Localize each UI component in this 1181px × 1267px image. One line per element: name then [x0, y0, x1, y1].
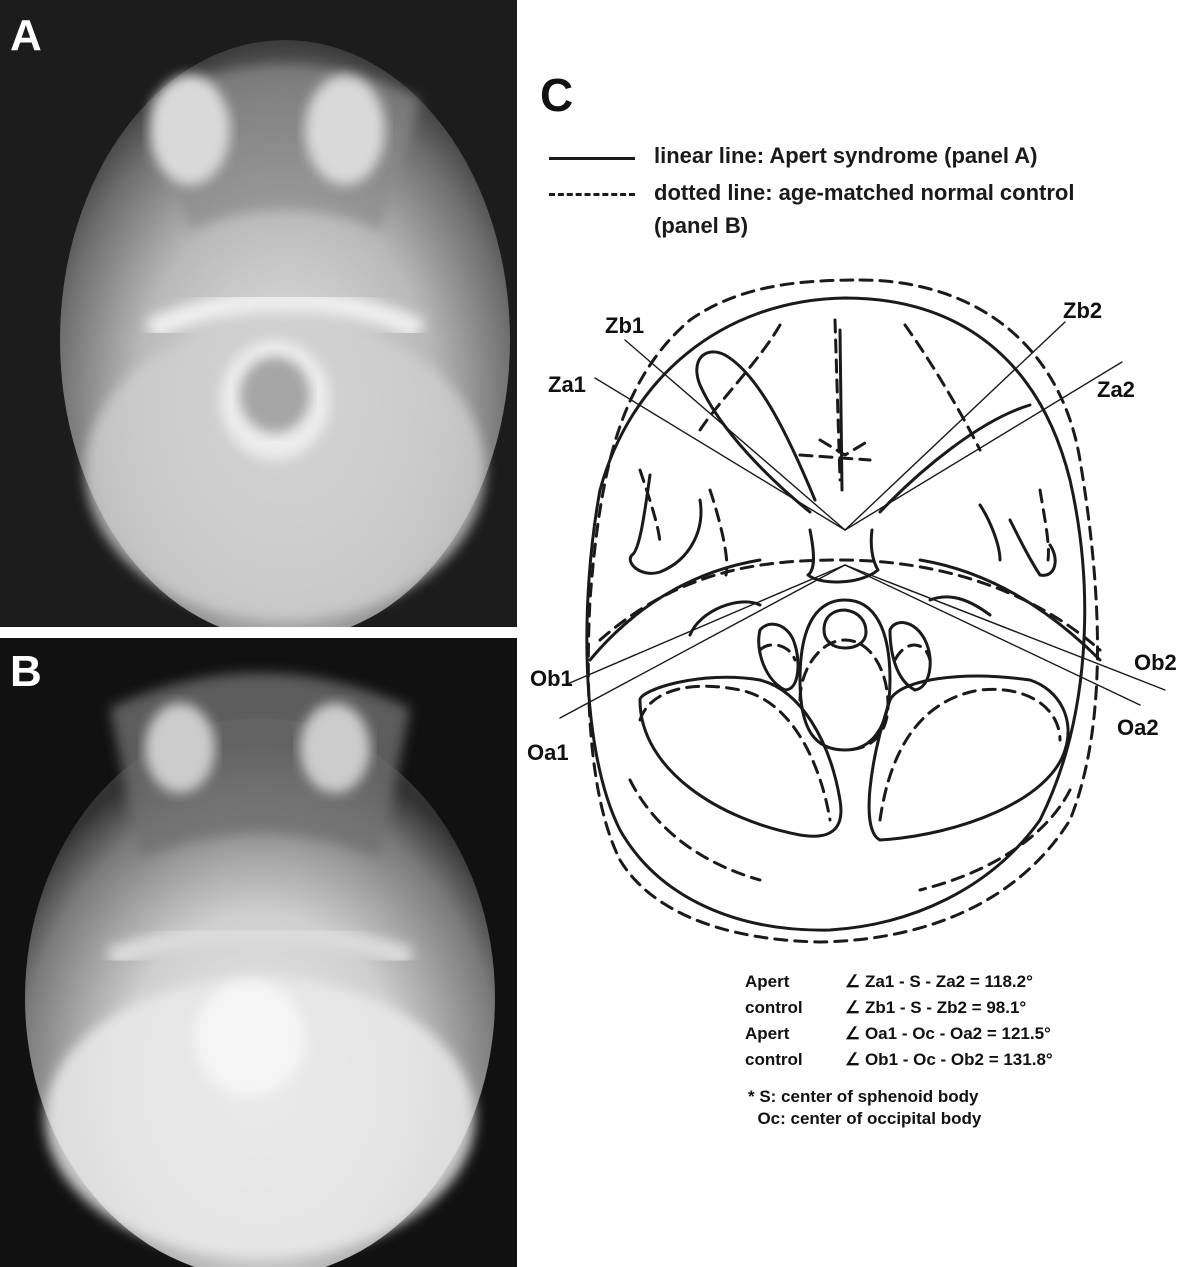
measurement-group: Apert: [745, 972, 790, 991]
panel-label-c: C: [540, 69, 574, 121]
measurement-group: Apert: [745, 1024, 790, 1043]
legend-dotted-label: dotted line: age-matched normal control: [654, 180, 1075, 205]
measurement-formula: ∠ Za1 - S - Za2 = 118.2°: [845, 972, 1033, 991]
footnote-oc: Oc: center of occipital body: [748, 1109, 982, 1128]
measurement-formula: ∠ Ob1 - Oc - Ob2 = 131.8°: [845, 1050, 1053, 1069]
control-outline: [586, 278, 1102, 944]
footnote-s: * S: center of sphenoid body: [748, 1087, 979, 1106]
legend-dotted-line: [549, 193, 635, 196]
skull-xray-control: [0, 638, 517, 1267]
measurement-group: control: [745, 998, 803, 1017]
legend-dotted-label-cont: (panel B): [654, 213, 749, 238]
label-oa1: Oa1: [527, 740, 569, 765]
label-zb2: Zb2: [1063, 298, 1102, 323]
label-oa2: Oa2: [1117, 715, 1159, 740]
measurement-group: control: [745, 1050, 803, 1069]
xray-panel-a: A: [0, 0, 517, 627]
skull-xray-apert: [0, 0, 517, 627]
apert-outline: [585, 296, 1102, 932]
label-za2: Za2: [1097, 377, 1135, 402]
xray-panel-b: B: [0, 638, 517, 1267]
measurement-formula: ∠ Oa1 - Oc - Oa2 = 121.5°: [845, 1024, 1051, 1043]
footnotes: * S: center of sphenoid body Oc: center …: [748, 1086, 981, 1130]
label-zb1: Zb1: [605, 313, 644, 338]
angle-lines: [559, 321, 1166, 719]
legend-solid-line: [549, 157, 635, 160]
measurement-formula: ∠ Zb1 - S - Zb2 = 98.1°: [845, 998, 1027, 1017]
panel-label-a: A: [10, 11, 42, 60]
label-ob2: Ob2: [1134, 650, 1177, 675]
label-ob1: Ob1: [530, 666, 573, 691]
panel-label-b: B: [10, 647, 42, 696]
label-za1: Za1: [548, 372, 586, 397]
legend-solid-label: linear line: Apert syndrome (panel A): [654, 143, 1038, 168]
skull-base-diagram: Zb1 Za1 Zb2 Za2 Ob1 Oa1 Ob2 Oa2: [527, 278, 1177, 944]
